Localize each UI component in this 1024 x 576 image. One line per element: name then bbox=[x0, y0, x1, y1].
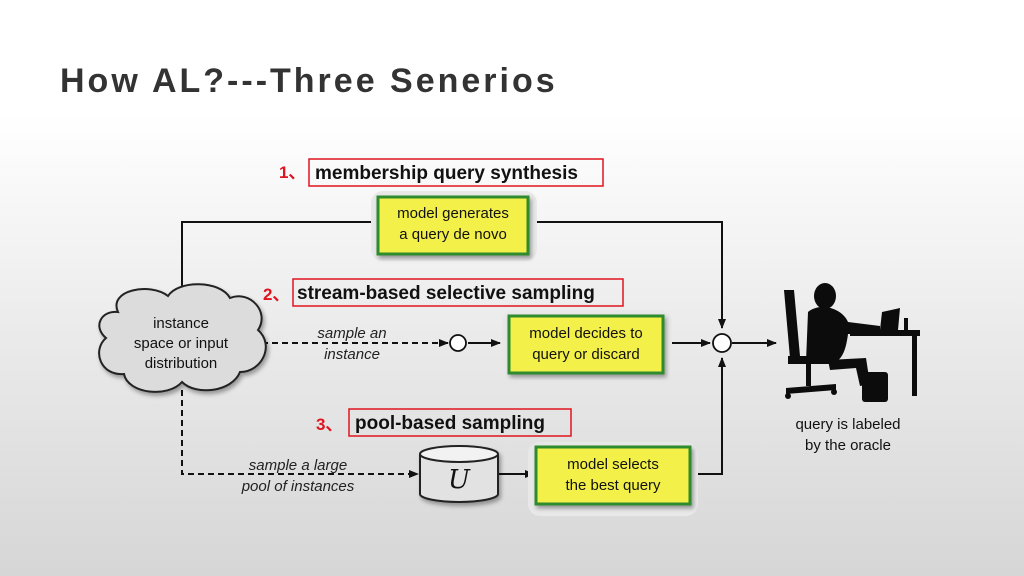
scenario-3-title: pool-based sampling bbox=[355, 413, 545, 434]
synthesis-model-box bbox=[376, 195, 530, 256]
scenario-3-number: 3、 bbox=[316, 415, 342, 434]
scenario-1-highlight-box bbox=[308, 158, 604, 187]
line-cloud-to-pool bbox=[181, 390, 419, 478]
pool-database-icon bbox=[419, 445, 499, 503]
cloud-text-line1: instance bbox=[153, 315, 209, 332]
cloud-text-line3: distribution bbox=[145, 355, 218, 372]
synthesis-box-line2: a query de novo bbox=[399, 226, 507, 243]
scenario-2-number: 2、 bbox=[263, 285, 289, 304]
line-synthesis-to-junction bbox=[526, 221, 726, 329]
scenario-1-number: 1、 bbox=[279, 163, 305, 182]
scenario-2-highlight-box bbox=[292, 278, 624, 307]
scenario-1-title: membership query synthesis bbox=[315, 163, 578, 184]
stream-box-line2: query or discard bbox=[532, 346, 640, 363]
pool-model-box bbox=[534, 445, 692, 506]
stream-node bbox=[449, 334, 467, 352]
instance-space-cloud bbox=[98, 283, 267, 393]
stream-arrow-label-line2: instance bbox=[324, 346, 380, 363]
junction-node bbox=[712, 333, 732, 353]
pool-arrow-label-line1: sample a large bbox=[249, 457, 347, 474]
line-pool-model-to-junction bbox=[690, 357, 726, 475]
scenario-3-highlight-box bbox=[348, 408, 572, 437]
pool-box-line2: the best query bbox=[565, 477, 661, 494]
scenario-2-title: stream-based selective sampling bbox=[297, 283, 595, 304]
cloud-text-line2: space or input bbox=[134, 335, 229, 352]
stream-arrow-label-line1: sample an bbox=[317, 325, 386, 342]
synthesis-box-line1: model generates bbox=[397, 205, 509, 222]
stream-model-box bbox=[507, 314, 665, 375]
oracle-label-line1: query is labeled bbox=[795, 416, 900, 433]
pool-arrow-label-line2: pool of instances bbox=[241, 478, 355, 495]
pool-box-line1: model selects bbox=[567, 456, 659, 473]
oracle-label-line2: by the oracle bbox=[805, 437, 891, 454]
pool-symbol: U bbox=[448, 465, 471, 495]
page-title: How AL?---Three Senerios bbox=[60, 62, 558, 100]
person-at-desk-icon bbox=[784, 283, 920, 402]
stream-box-line1: model decides to bbox=[529, 325, 642, 342]
